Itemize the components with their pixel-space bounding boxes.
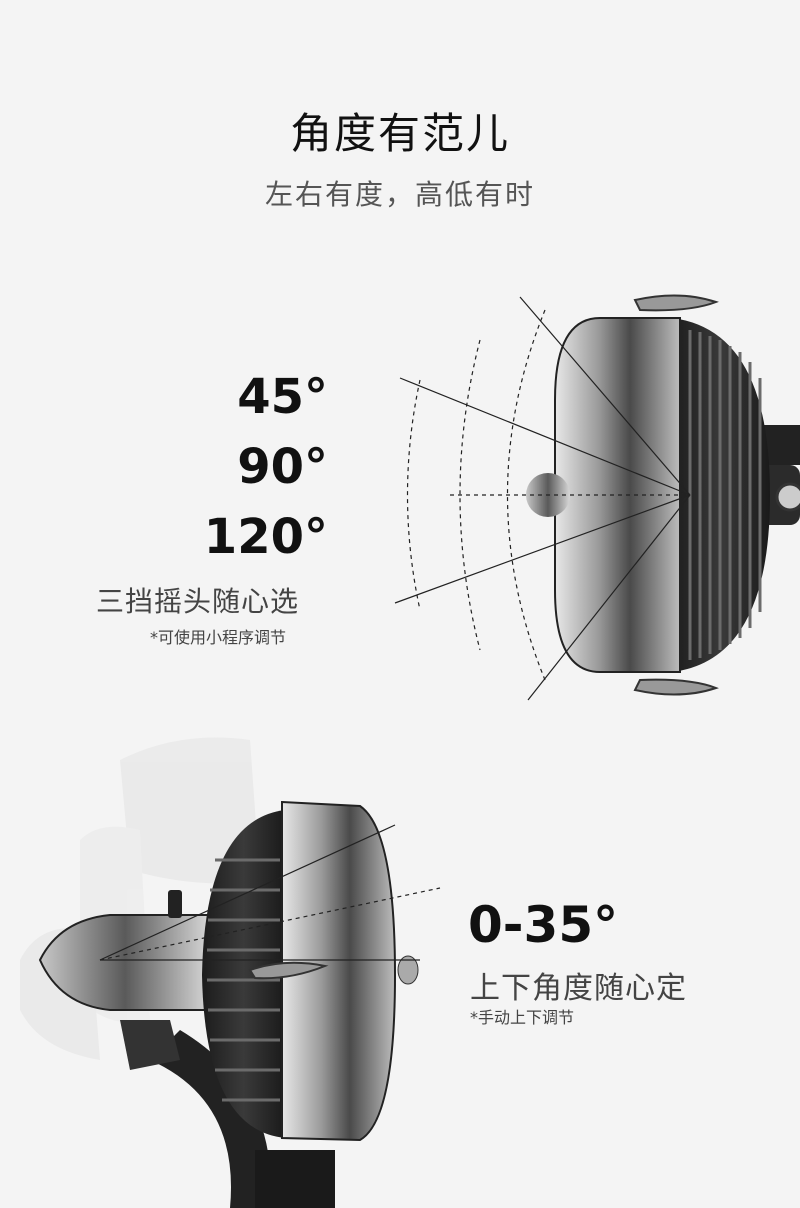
swing-angle-90: 90° xyxy=(237,439,328,495)
tilt-note-text: *手动上下调节 xyxy=(470,1008,575,1027)
swing-angle-list: 45° 90° 120° xyxy=(204,362,328,572)
swing-note-text: *可使用小程序调节 xyxy=(150,628,287,647)
fan-top-view-illustration xyxy=(394,294,800,701)
swing-feature-text: 三挡摇头随心选 xyxy=(96,585,300,618)
swing-angle-120: 120° xyxy=(203,509,328,565)
tilt-angle: 0-35° xyxy=(468,896,619,954)
tilt-feature-text: 上下角度随心定 xyxy=(470,971,687,1006)
swing-angle-45: 45° xyxy=(237,369,328,425)
page-subtitle: 左右有度，高低有时 xyxy=(264,178,535,211)
page-title: 角度有范儿 xyxy=(289,109,510,158)
fan-side-view-illustration xyxy=(20,737,441,1208)
